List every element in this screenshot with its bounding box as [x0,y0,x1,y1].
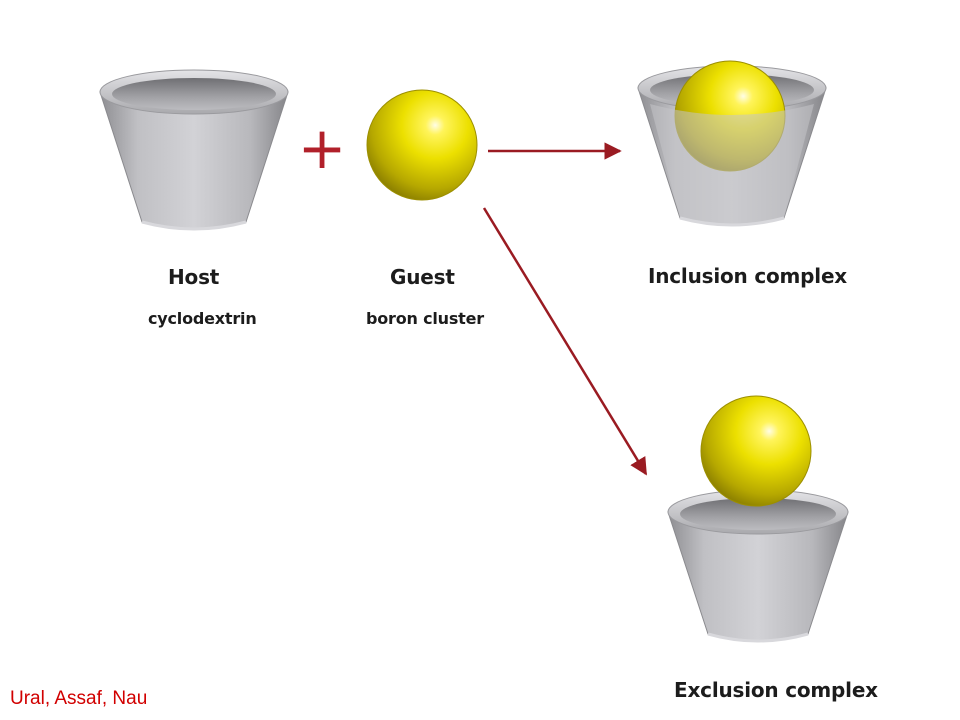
guest-title: Guest [390,265,455,289]
guest-subtitle: boron cluster [366,309,484,328]
plus-sign: + [298,114,347,182]
credit-text: Ural, Assaf, Nau [10,688,148,709]
arrow-to-exclusion [482,207,648,476]
inclusion-sphere [650,60,814,227]
inclusion-title: Inclusion complex [648,264,848,288]
exclusion-sphere [700,395,812,507]
host-subtitle: cyclodextrin [148,309,257,328]
exclusion-cup [667,489,849,643]
exclusion-title: Exclusion complex [674,678,878,702]
host-title: Host [168,265,220,289]
host-cup [99,69,289,231]
guest-sphere [366,89,478,201]
